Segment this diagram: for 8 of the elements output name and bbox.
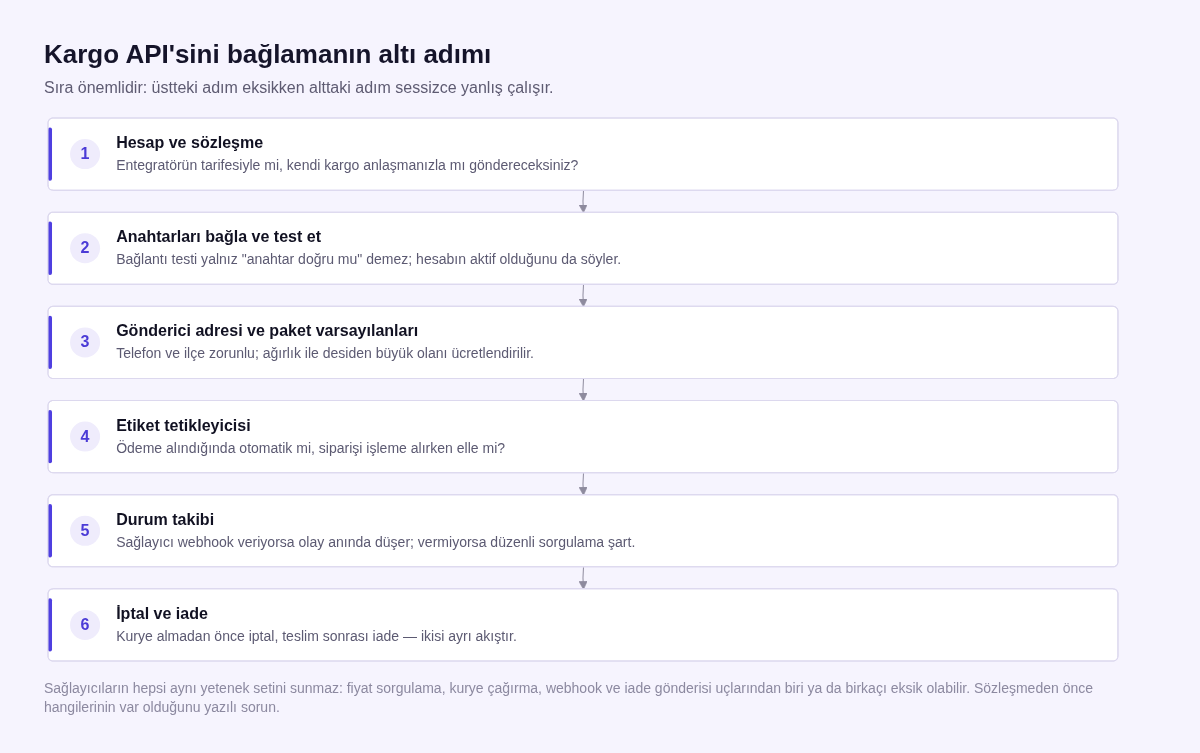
- footnote: Sağlayıcıların hepsi aynı yetenek setini sunmaz: fiyat sorgulama, kurye çağırma, webhook ve iade gönderisi uçlarından biri ya da birkaçı eksik olabilir. Sözleşmeden önce hangilerinin var olduğunu yazılı sorun.: [44, 679, 1094, 717]
- arrow: [578, 472, 588, 496]
- arrow: [578, 190, 588, 214]
- subtitle: Sıra önemlidir: üstteki adım eksikken alttaki adım sessizce yanlış çalışır.: [44, 78, 554, 98]
- arrow: [578, 378, 588, 402]
- diagram-title: Kargo API'sini bağlamanın altı adımı: [44, 38, 492, 70]
- arrow: [578, 566, 588, 590]
- arrow: [578, 284, 588, 308]
